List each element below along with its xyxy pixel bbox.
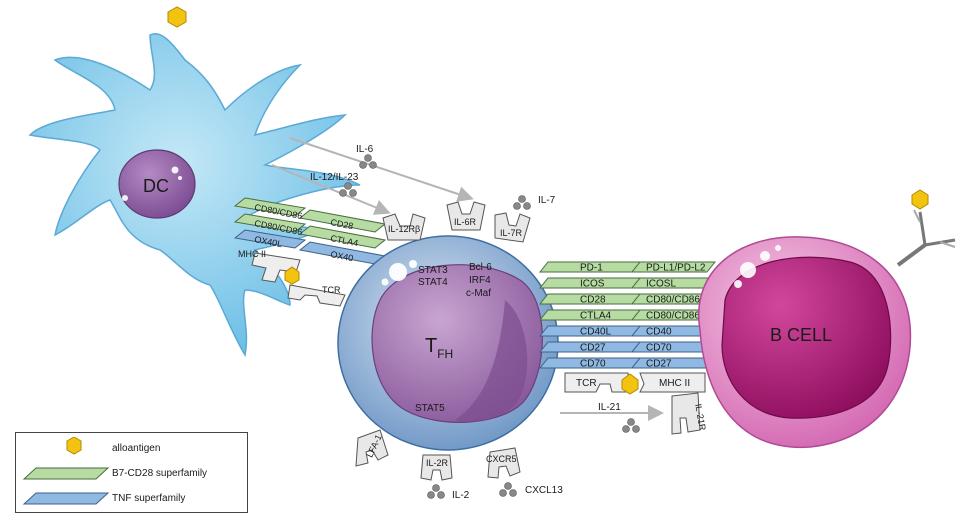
svg-text:MHC II: MHC II [238, 249, 266, 259]
dc-ligand-bar [233, 229, 307, 249]
tfh-b-receptor-label: CD40L [580, 327, 612, 338]
tfh-receptor-label: CD28 [330, 217, 355, 231]
b-ligand-label: ICOSL [646, 279, 676, 290]
il6-dots [359, 154, 377, 169]
svg-text:CXCR5: CXCR5 [486, 454, 517, 464]
il2r-receptor-icon [420, 454, 453, 481]
b-ligand-label: CD27 [646, 359, 672, 370]
dc-ligand-bar [233, 197, 307, 217]
alloantigen-icon [911, 189, 929, 210]
alloantigen-icon [167, 6, 187, 28]
tfh-b-tcr-mhc: TCR MHC II [564, 372, 706, 395]
b-ligand-bar [630, 261, 717, 273]
svg-text:IL-21R: IL-21R [693, 403, 708, 432]
alloantigen-icon [621, 373, 639, 395]
svg-text:IL-7R: IL-7R [500, 228, 523, 238]
il7-label: IL-7 [538, 195, 556, 206]
legend-b7-label: B7-CD28 superfamily [112, 467, 208, 479]
tfh-cell: TFH STAT3 STAT4 Bcl-6 IRF4 c-Maf STAT5 [337, 235, 559, 451]
dc-body [28, 33, 361, 358]
tfh-b-receptor-label: CTLA4 [580, 311, 612, 322]
cytokines: IL-6 IL-12/IL-23 IL-7 IL-21 IL-2 CXCL13 [271, 137, 664, 501]
cxcl13-dots [499, 482, 517, 497]
dc-label: DC [143, 176, 169, 196]
svg-text:TCR: TCR [576, 378, 597, 389]
il2-label: IL-2 [452, 490, 470, 501]
cxcr5-receptor-icon [487, 447, 521, 479]
svg-text:IL-2R: IL-2R [426, 458, 449, 468]
tf-irf4: IRF4 [469, 275, 491, 286]
cxcl13-label: CXCL13 [525, 485, 563, 496]
legend-tnf-label: TNF superfamily [112, 492, 186, 504]
bcr-antibody-icon [896, 209, 956, 267]
tfh-receptors: IL-12Rβ IL-6R IL-7R LFA-1 IL-2R CXCR5 [355, 201, 531, 481]
dc-tcr-mhc: MHC II TCR [238, 249, 346, 307]
svg-text:TCR: TCR [322, 285, 341, 295]
b-cell: B CELL IL-21R [671, 189, 956, 449]
il6r-receptor-icon [446, 201, 486, 231]
il12rb-receptor-icon [382, 213, 426, 241]
mhc-ii-b-icon [639, 372, 706, 393]
tfh-b-receptor-label: CD27 [580, 343, 606, 354]
tfh-b-receptor-label: CD28 [580, 295, 606, 306]
il21-dots [622, 418, 640, 433]
tf-bcl6: Bcl-6 [469, 262, 492, 273]
tf-stat5: STAT5 [415, 403, 445, 414]
b-cell-nucleus [721, 256, 892, 419]
b-ligand-label: CD70 [646, 343, 672, 354]
tcr-dc-icon [287, 284, 346, 307]
legend: alloantigen B7-CD28 superfamily TNF supe… [15, 432, 248, 513]
legend-row-alloantigen: alloantigen [16, 436, 247, 459]
b-ligand-label: CD80/CD86 [646, 311, 700, 322]
tfh-b-receptor-label: ICOS [580, 279, 605, 290]
il2-dots [427, 484, 445, 499]
tfh-label: TFH [425, 335, 453, 361]
il12-il23-label: IL-12/IL-23 [310, 172, 359, 183]
dc-ligand-bar [233, 213, 307, 233]
mhc-ii-dc-icon [251, 252, 301, 283]
il6-label: IL-6 [356, 144, 374, 155]
tfh-b-receptor-label: PD-1 [580, 263, 603, 274]
il12-il23-dots [339, 182, 357, 197]
il7-dots [513, 195, 531, 210]
b-ligand-bar [630, 357, 717, 369]
tf-stat4: STAT4 [418, 277, 448, 288]
il21r-receptor-icon [671, 392, 701, 435]
b-ligand-label: CD80/CD86 [646, 295, 700, 306]
tfh-receptor-bar [298, 225, 387, 249]
svg-text:MHC II: MHC II [659, 378, 690, 389]
il21-label: IL-21 [598, 402, 621, 413]
tf-cmaf: c-Maf [466, 288, 491, 299]
tnf-legend-swatch [22, 492, 110, 505]
alloantigen-icon [284, 266, 300, 285]
legend-row-tnf: TNF superfamily [16, 487, 247, 509]
svg-text:IL-6R: IL-6R [454, 217, 477, 227]
alloantigen-legend-icon [66, 436, 82, 455]
tf-stat3: STAT3 [418, 265, 448, 276]
svg-text:IL-12Rβ: IL-12Rβ [388, 224, 420, 234]
b7-legend-swatch [22, 467, 110, 480]
il7r-receptor-icon [494, 212, 531, 243]
legend-row-b7: B7-CD28 superfamily [16, 462, 247, 484]
b-ligand-label: CD40 [646, 327, 672, 338]
tfh-b-receptor-label: CD70 [580, 359, 606, 370]
b-ligand-label: PD-L1/PD-L2 [646, 263, 706, 274]
b-cell-label: B CELL [770, 325, 832, 345]
dendritic-cell: DC [28, 33, 361, 358]
legend-alloantigen-label: alloantigen [112, 442, 161, 454]
lfa1-receptor-icon [355, 429, 389, 467]
tfh-receptor-label: OX40 [330, 249, 355, 263]
